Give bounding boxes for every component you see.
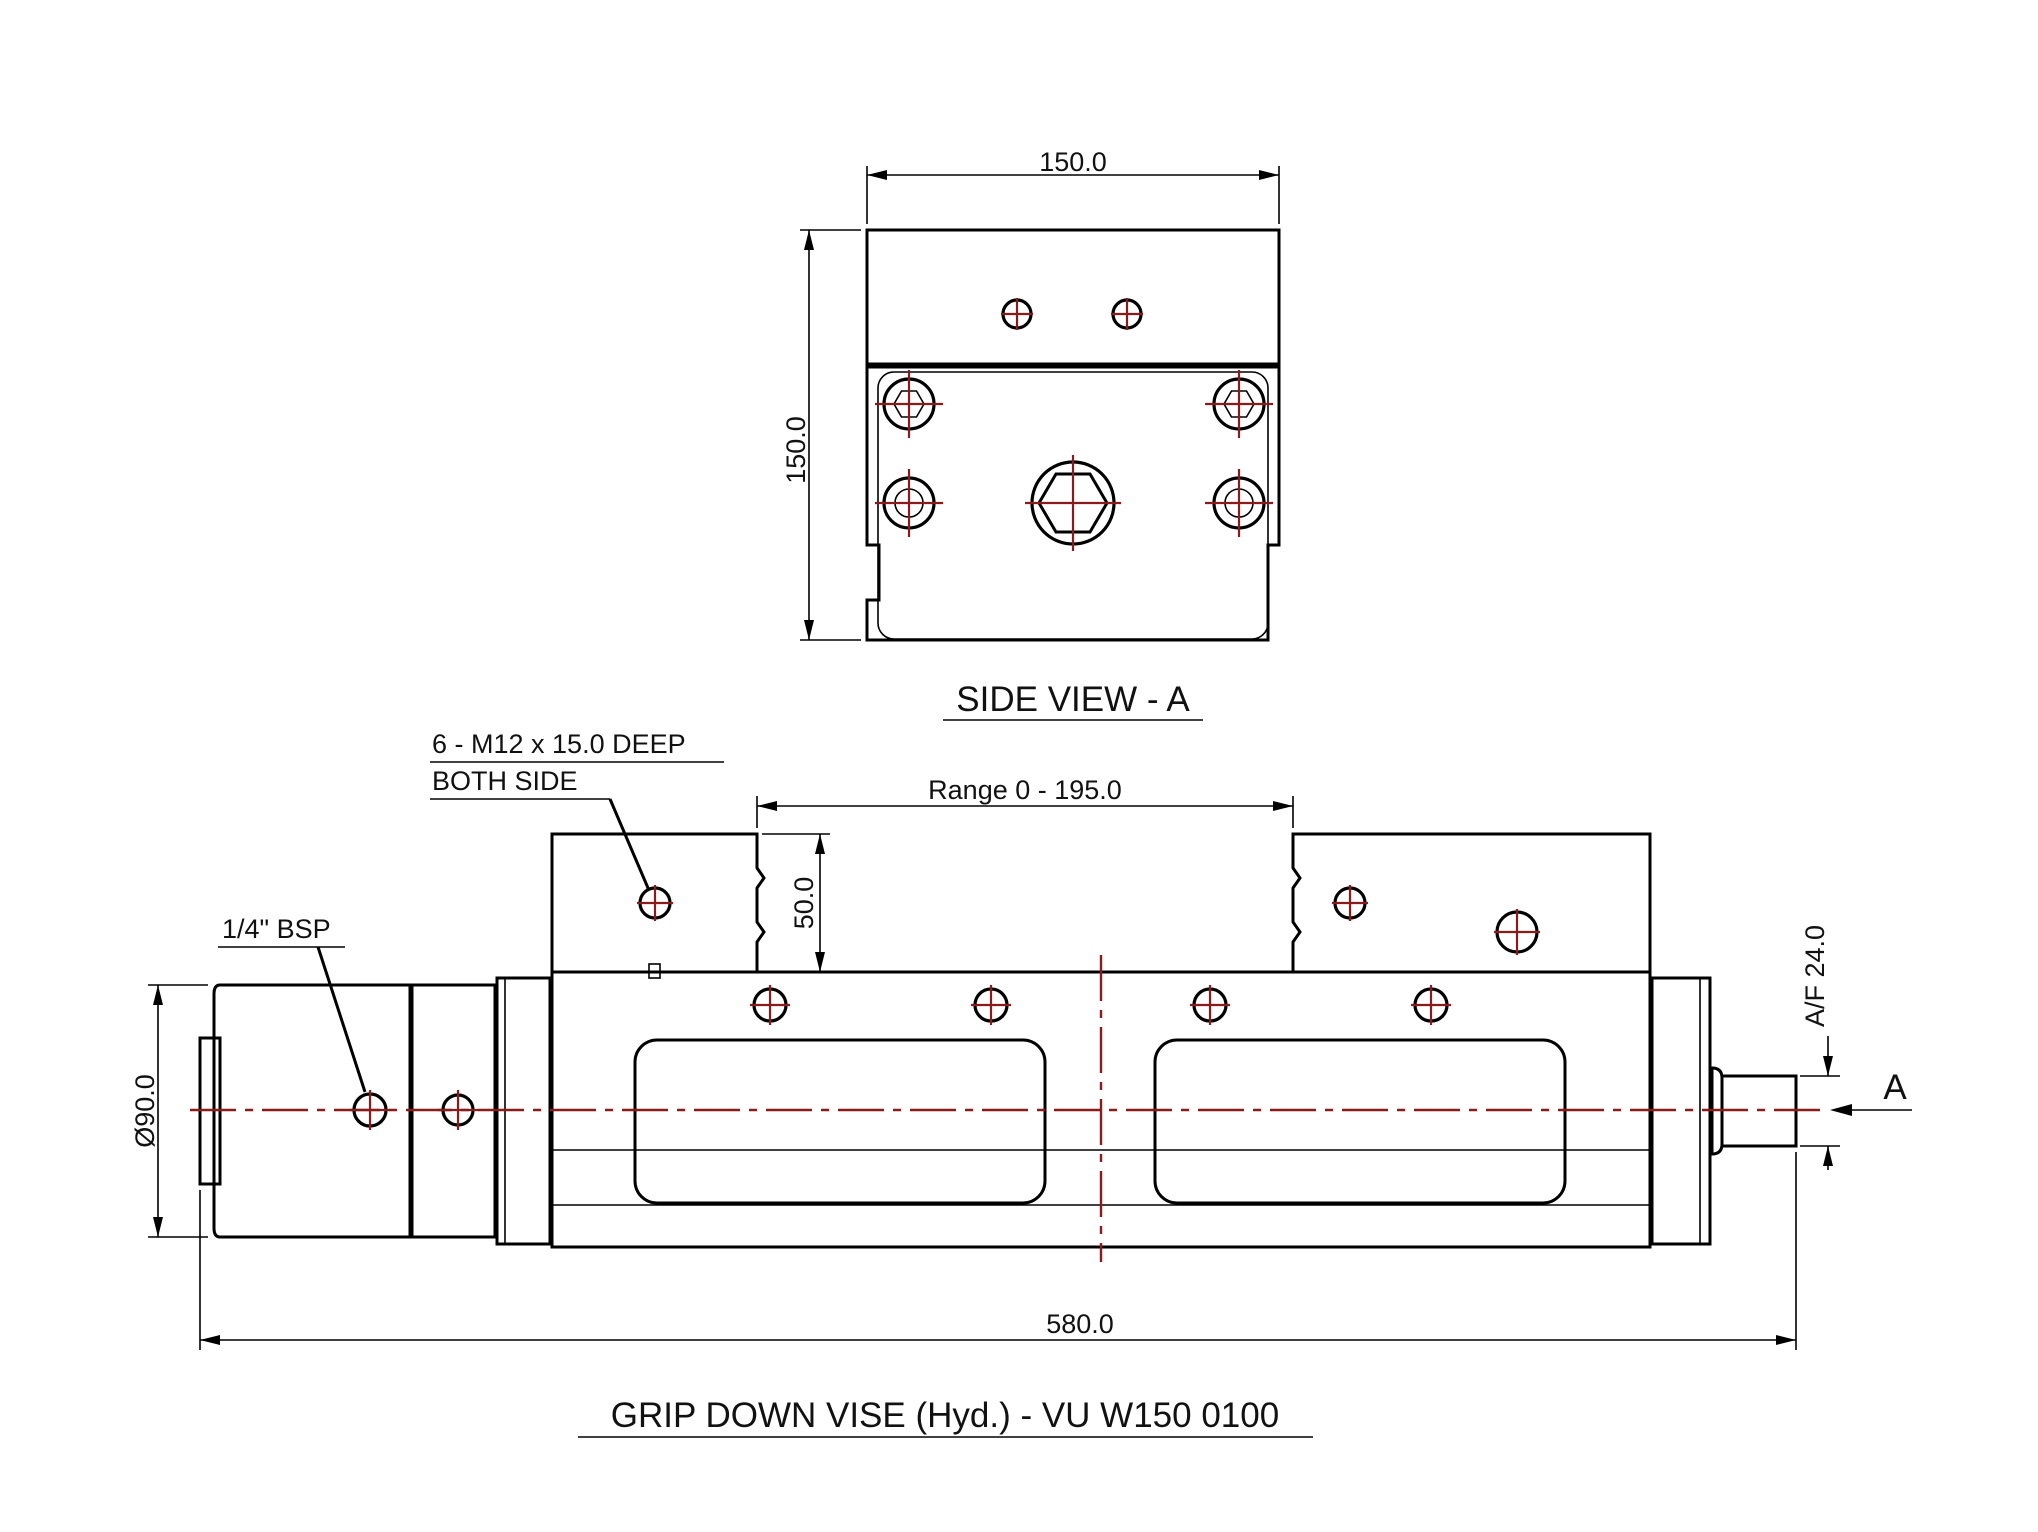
view-arrow-label: A	[1883, 1068, 1907, 1107]
range-dimension	[756, 796, 1294, 828]
side-view-height-dimension	[800, 229, 861, 641]
slot-window-left	[633, 1038, 1047, 1205]
thread-note-line1: 6 - M12 x 15.0 DEEP	[432, 729, 686, 759]
jaw-height-dimension	[762, 833, 830, 972]
side-view-title: SIDE VIEW - A	[956, 680, 1190, 719]
thread-note-line2: BOTH SIDE	[432, 766, 578, 796]
cylinder-ports	[350, 1090, 478, 1130]
moving-jaw	[1291, 832, 1652, 972]
main-view: Range 0 - 195.0 50.0 Ø90.0 580.0	[130, 729, 1912, 1438]
side-view-width-label: 150.0	[1039, 147, 1107, 177]
hydraulic-cylinder	[212, 983, 412, 1239]
side-view-center-hex	[1025, 455, 1121, 551]
range-dimension-label: Range 0 - 195.0	[928, 775, 1122, 805]
overall-length-dimension	[199, 1152, 1797, 1350]
fixed-jaw	[550, 832, 766, 972]
jaw-tapped-holes	[637, 885, 1540, 955]
side-view-tapped-holes	[1001, 298, 1143, 330]
thread-note-leader	[608, 798, 650, 889]
main-view-title: GRIP DOWN VISE (Hyd.) - VU W150 0100	[611, 1396, 1279, 1435]
side-view-height-label: 150.0	[781, 416, 811, 484]
view-arrow	[1830, 1104, 1912, 1116]
side-view-corner-bolts	[875, 370, 1273, 537]
diameter-label: Ø90.0	[130, 1074, 160, 1148]
side-view: 150.0 150.0 SIDE VIEW - A	[781, 147, 1281, 721]
overall-length-label: 580.0	[1046, 1309, 1114, 1339]
slot-window-right	[1153, 1038, 1567, 1205]
side-view-body-inner	[877, 371, 1269, 640]
across-flats-label: A/F 24.0	[1800, 925, 1830, 1027]
across-flats-dimension	[1800, 1036, 1840, 1170]
port-note-leader	[316, 946, 367, 1093]
base-tapped-holes	[750, 985, 1451, 1025]
jaw-height-label: 50.0	[789, 877, 819, 930]
side-view-top-block	[865, 228, 1281, 366]
diameter-dimension	[148, 984, 208, 1238]
port-note: 1/4" BSP	[222, 914, 331, 944]
jaw-key	[648, 963, 661, 979]
side-view-width-dimension	[866, 166, 1280, 224]
side-view-body-outline	[865, 365, 1281, 642]
